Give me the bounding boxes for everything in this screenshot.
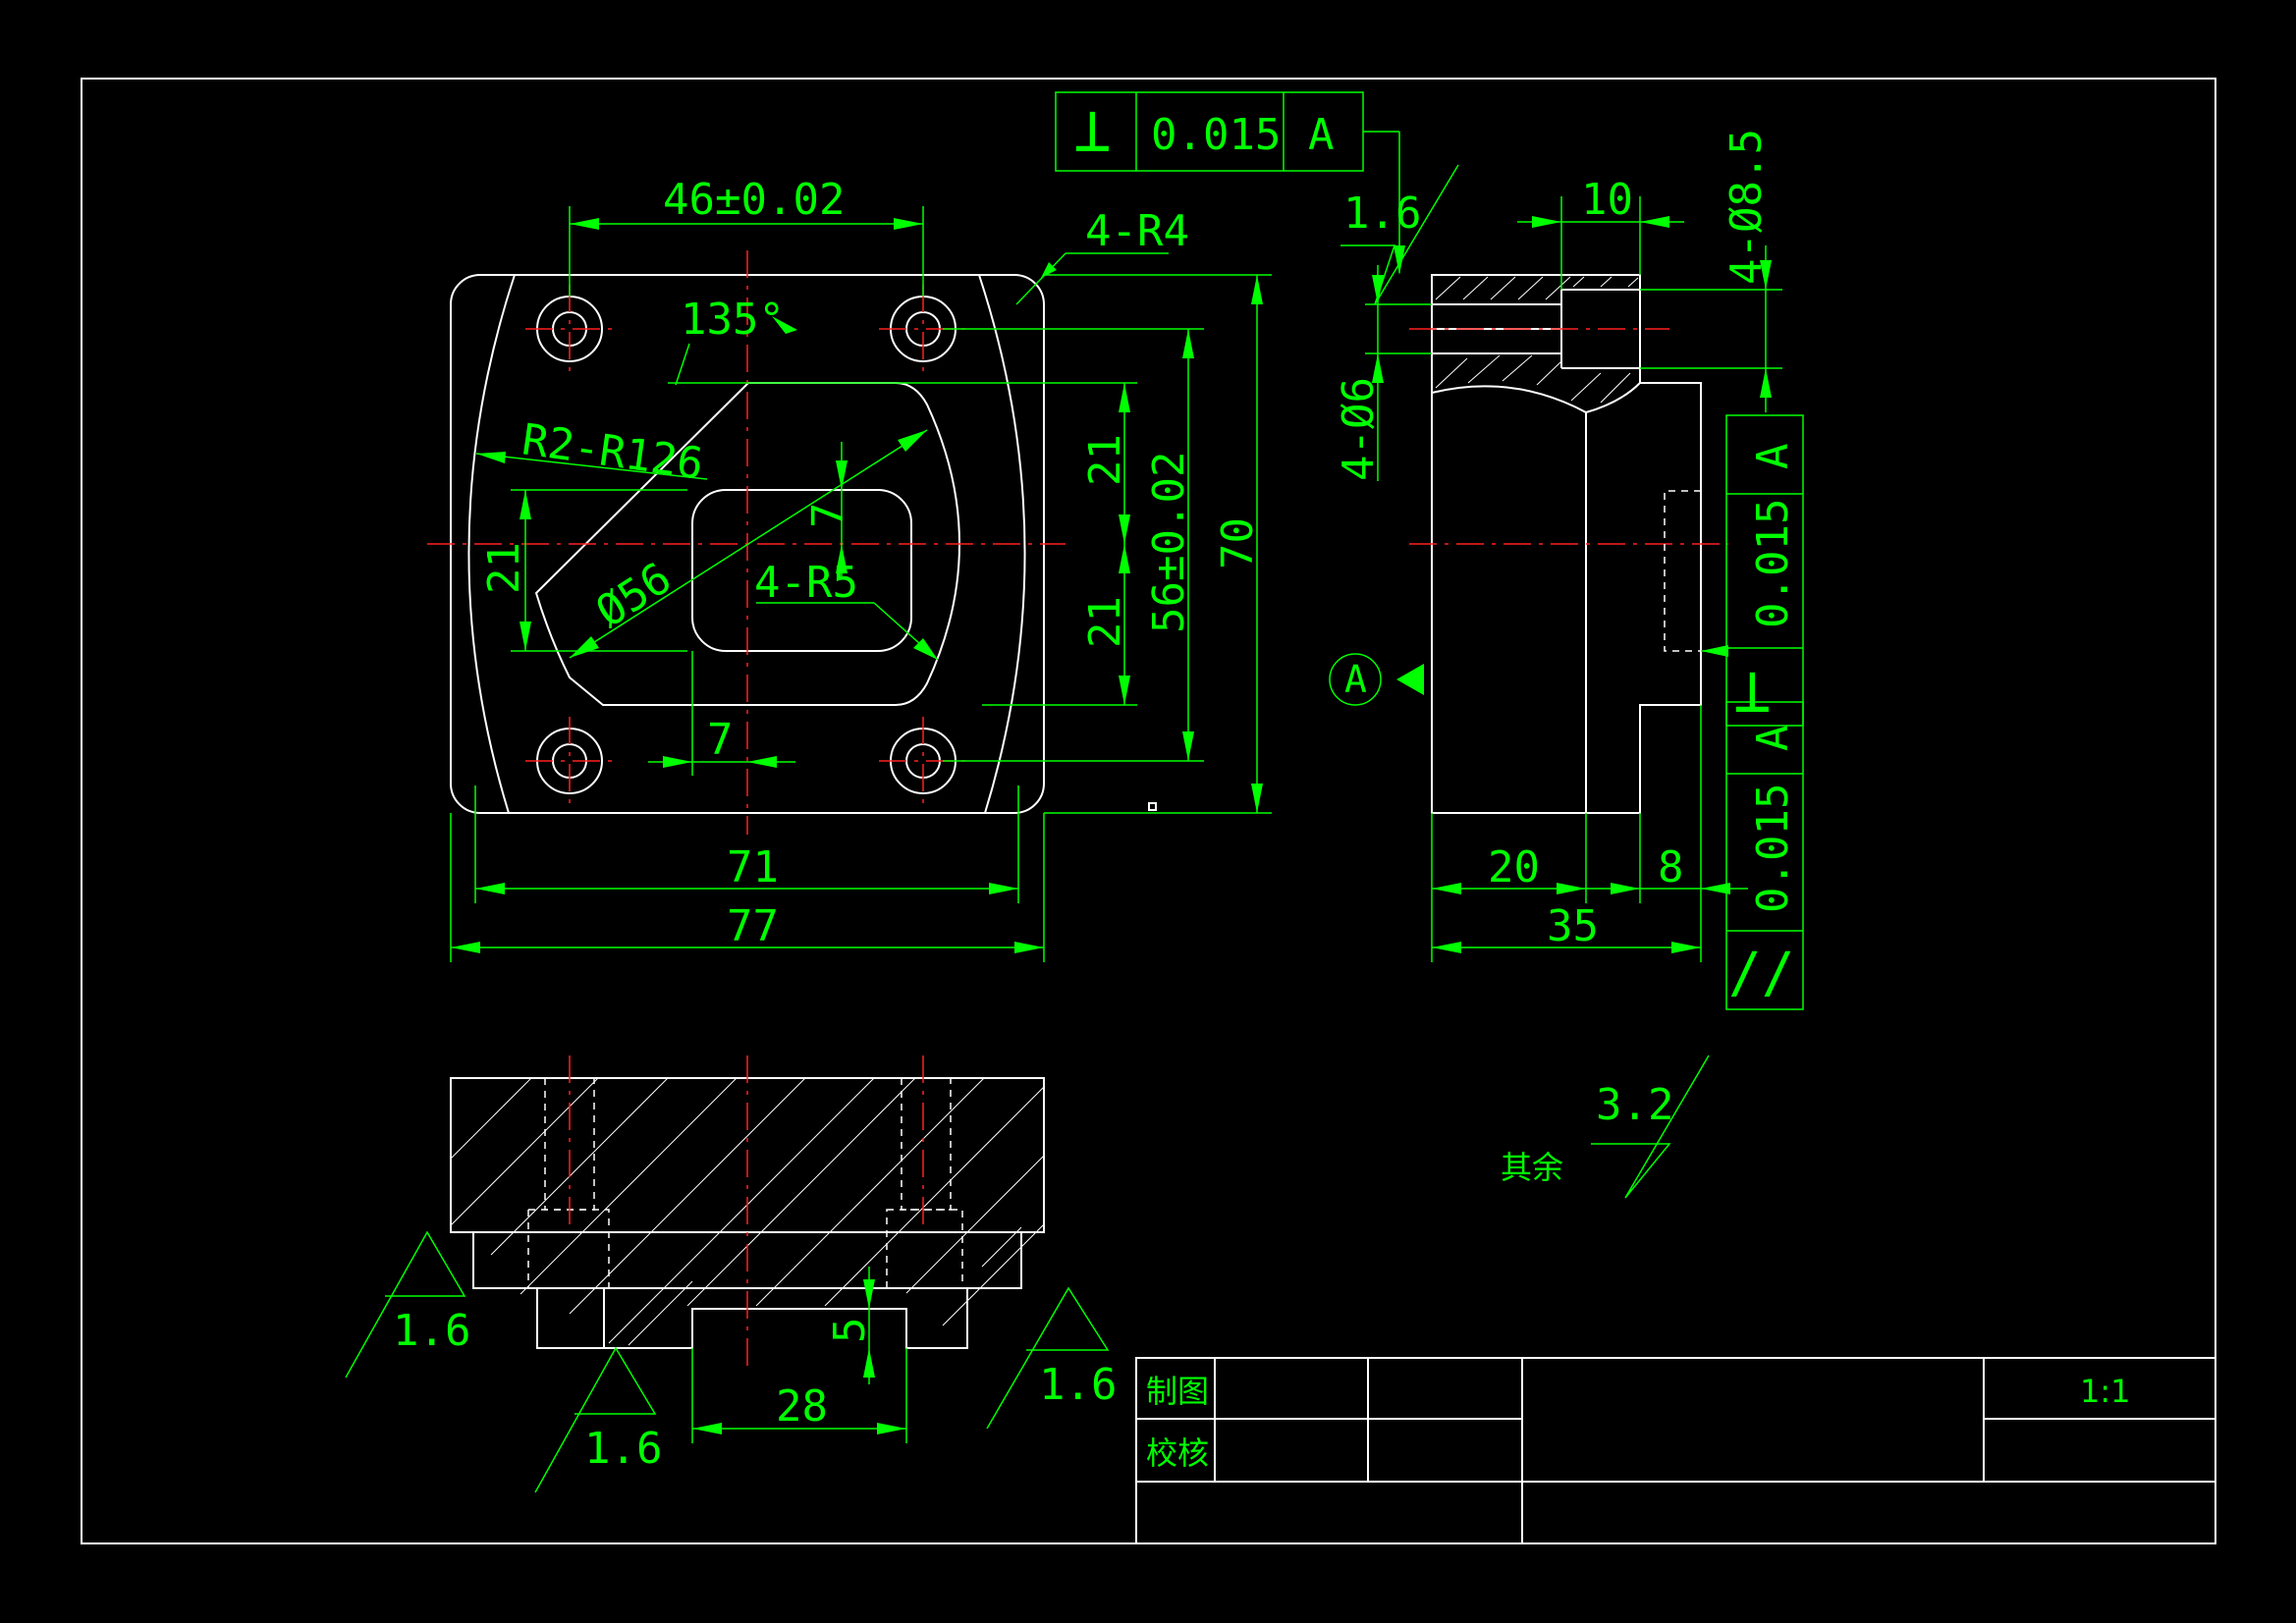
title-block: 制图 校核 1:1: [1135, 1357, 2216, 1544]
dim-height-70: 70: [1213, 517, 1263, 569]
roughness-bottom-left-value: 1.6: [393, 1306, 470, 1356]
top-tolerance-frame: ⊥ 0.015 A: [1055, 91, 1405, 275]
top-tol-symbol: ⊥: [1073, 94, 1112, 167]
roughness-general-note: 其余: [1501, 1149, 1563, 1186]
top-tol-datum: A: [1308, 110, 1335, 160]
datum-a-label: A: [1344, 658, 1367, 701]
dim-width-71: 71: [727, 842, 779, 893]
right-perp-datum: A: [1748, 444, 1798, 470]
dim-side-hole: 4-Ø6: [1334, 377, 1384, 481]
drawn-by-label: 制图: [1146, 1373, 1209, 1410]
bottom-dimensions: 5 28: [691, 1267, 907, 1443]
roughness-bottom-right: 1.6: [986, 1286, 1117, 1430]
dim-counterbore: 4-Ø8.5: [1722, 129, 1772, 285]
right-par-value: 0.015: [1748, 784, 1798, 913]
scale-value: 1:1: [2080, 1373, 2131, 1410]
dim-bottom-5: 5: [825, 1318, 875, 1344]
side-dimensions: 10 4-Ø8.5 4-Ø6 1.6 A 20 8: [1329, 129, 1782, 962]
dim-corner-radius: 4-R4: [1085, 206, 1189, 256]
bottom-view: [450, 1055, 1045, 1370]
front-dimensions: 46±0.02 4-R4 135° R2-R126 Ø56 4-R5 7: [450, 175, 1272, 962]
dim-width-77: 77: [727, 901, 779, 951]
roughness-bottom-left: 1.6: [345, 1230, 470, 1379]
dim-side-20: 20: [1488, 842, 1540, 893]
dim-offset-vertical: 7: [803, 503, 853, 529]
dim-offset-horizontal: 7: [707, 715, 734, 765]
dim-diameter: Ø56: [587, 553, 680, 637]
checked-by-label: 校核: [1146, 1434, 1209, 1472]
inner-slot: [691, 489, 912, 652]
dim-right-21-upper: 21: [1080, 434, 1130, 486]
dim-right-21-lower: 21: [1080, 596, 1130, 648]
top-tol-value: 0.015: [1151, 110, 1281, 160]
roughness-side-top: 1.6: [1343, 189, 1421, 239]
dim-side-10: 10: [1581, 175, 1633, 225]
roughness-bottom-middle: 1.6: [534, 1346, 662, 1493]
dim-hole-spacing-top: 46±0.02: [663, 175, 845, 225]
dim-side-8: 8: [1658, 842, 1684, 893]
dim-left-21: 21: [479, 542, 529, 594]
roughness-general-value: 3.2: [1596, 1080, 1673, 1130]
central-pocket: [534, 382, 960, 706]
right-perp-value: 0.015: [1748, 499, 1798, 628]
roughness-bottom-right-value: 1.6: [1039, 1360, 1117, 1410]
roughness-bottom-middle-value: 1.6: [584, 1424, 662, 1474]
dim-bottom-28: 28: [776, 1381, 828, 1432]
front-view: [427, 250, 1066, 835]
dim-side-35: 35: [1547, 901, 1599, 951]
right-parallel-frame: A 0.015 //: [1725, 701, 1804, 1010]
dim-hole-spacing-side: 56±0.02: [1144, 452, 1194, 633]
right-perp-symbol: ⊥: [1733, 655, 1772, 728]
dim-angle: 135°: [681, 295, 785, 345]
right-par-symbol: //: [1728, 942, 1794, 1005]
right-par-datum: A: [1748, 726, 1798, 752]
roughness-general: 3.2 其余: [1501, 1055, 1710, 1199]
dim-fillet-range: R2-R126: [519, 414, 706, 489]
side-view: [1409, 274, 1728, 814]
right-perpendicular-frame: A 0.015 ⊥: [1701, 414, 1804, 728]
